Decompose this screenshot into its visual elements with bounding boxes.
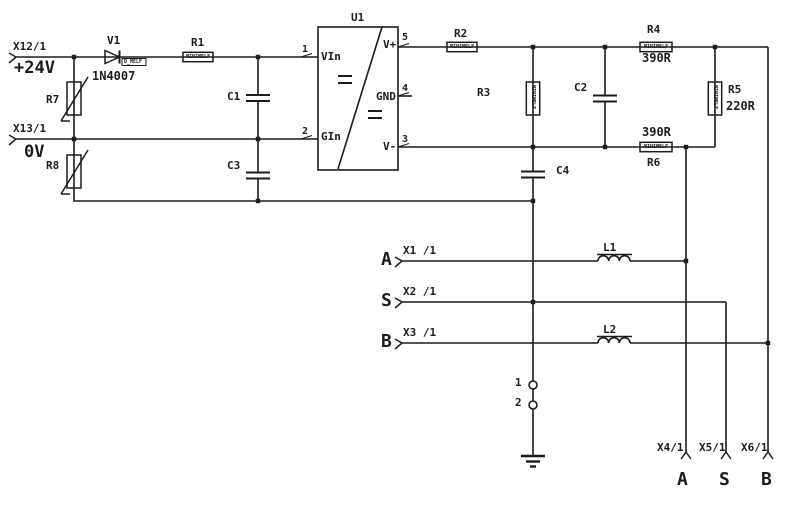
resistor-r5-value: 220R <box>726 99 755 113</box>
resistor-r6-ref: R6 <box>647 156 661 169</box>
u1-pin-gin-label: GIn <box>321 130 341 143</box>
bus-s-out-net: S <box>719 469 730 490</box>
terminal-x4-label: X4/1 <box>657 441 684 454</box>
u1-pin-number-1: 1 <box>302 44 309 55</box>
resistor-r3-package: MINIMELF <box>530 85 536 110</box>
u1-pin-number-5: 5 <box>402 32 409 43</box>
net-0v-label: 0V <box>24 142 45 162</box>
terminal-chevrons <box>8 52 774 460</box>
dcdc-converter-symbol <box>317 26 399 171</box>
resistor-r2-package: MINIMELF <box>450 43 475 50</box>
terminal-x13-label: X13/1 <box>13 122 47 135</box>
bus-a-out-net: A <box>677 469 688 490</box>
u1-pin-vin-label: VIn <box>321 50 341 63</box>
u1-pin-vplus-label: V+ <box>383 38 397 51</box>
diode-symbol <box>104 49 147 66</box>
diode-v1-ref: V1 <box>107 34 121 47</box>
bus-b-out-net: B <box>761 469 772 490</box>
resistor-r1-package: MINIMELF <box>186 53 211 60</box>
wires <box>16 46 769 455</box>
bus-b-in-net: B <box>381 331 392 352</box>
resistor-r2-ref: R2 <box>454 27 468 40</box>
capacitor-symbols <box>246 94 617 180</box>
pin-ticks <box>300 42 410 148</box>
terminal-x5-label: X5/1 <box>699 441 726 454</box>
u1-pin-number-2: 2 <box>302 126 309 137</box>
bus-s-in-net: S <box>381 290 392 311</box>
inductor-l1-ref: L1 <box>603 241 617 255</box>
terminal-x3-label: X3 /1 <box>403 326 437 339</box>
terminal-x12-label: X12/1 <box>13 40 47 53</box>
terminal-x6-label: X6/1 <box>741 441 768 454</box>
resistor-r6-value: 390R <box>642 125 671 139</box>
resistor-r3-ref: R3 <box>477 86 491 99</box>
net-24v-label: +24V <box>14 58 55 78</box>
u1-pin-number-3: 3 <box>402 134 409 145</box>
capacitor-c1-ref: C1 <box>227 90 241 103</box>
inductor-l2-ref: L2 <box>603 323 617 337</box>
varistor-r8-ref: R8 <box>46 159 60 172</box>
resistor-r6-package: MINIMELF <box>644 143 669 150</box>
jumper-pin-circles <box>528 380 538 410</box>
diode-v1-value: 1N4007 <box>92 69 136 83</box>
u1-pin-gnd-label: GND <box>376 90 396 103</box>
capacitor-c3-ref: C3 <box>227 159 241 172</box>
resistor-r5-package: MINIMELF <box>712 85 718 110</box>
resistor-r4-package: MINIMELF <box>644 43 669 50</box>
varistor-r7-ref: R7 <box>46 93 60 106</box>
varistor-symbols <box>60 76 89 195</box>
junction-dots <box>71 44 771 346</box>
resistor-symbols <box>182 41 723 153</box>
u1-pin-vminus-label: V- <box>383 140 397 153</box>
resistor-r5-ref: R5 <box>728 83 742 96</box>
resistor-r1-ref: R1 <box>191 36 205 49</box>
capacitor-c4-ref: C4 <box>556 164 570 177</box>
u1-pin-number-4: 4 <box>402 83 409 94</box>
bus-a-in-net: A <box>381 249 392 270</box>
ground-symbol <box>521 454 545 468</box>
jumper-pin-1-label: 1 <box>515 376 522 389</box>
resistor-r4-value: 390R <box>642 51 671 65</box>
diode-v1-package: D_MELF <box>124 58 143 65</box>
capacitor-c2-ref: C2 <box>574 81 588 94</box>
resistor-r4-ref: R4 <box>647 23 661 36</box>
jumper-pin-2-label: 2 <box>515 396 522 409</box>
converter-u1-ref: U1 <box>351 11 365 24</box>
terminal-x2-label: X2 /1 <box>403 285 437 298</box>
terminal-x1-label: X1 /1 <box>403 244 437 257</box>
